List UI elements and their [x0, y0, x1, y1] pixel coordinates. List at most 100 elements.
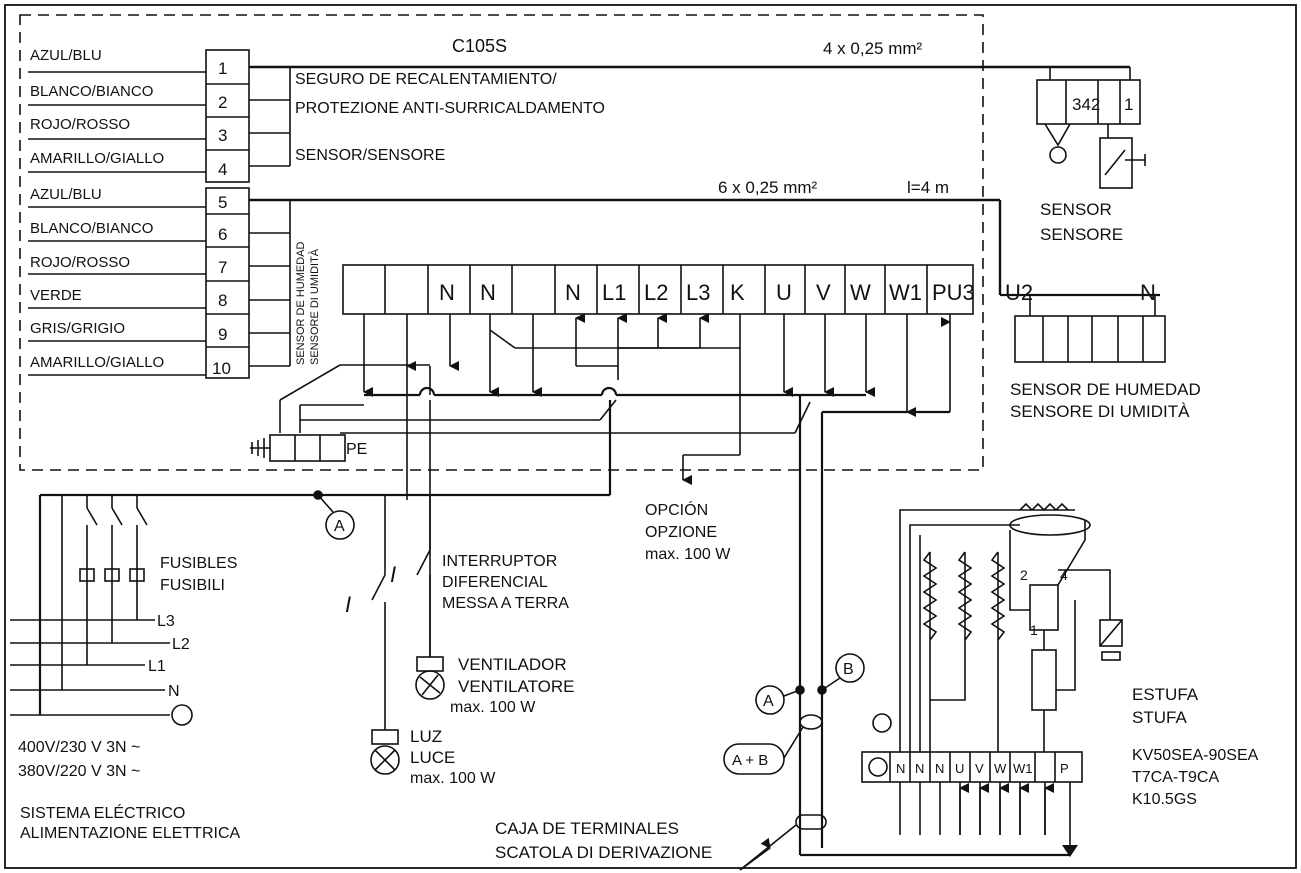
light-label-3: max. 100 W: [410, 770, 496, 787]
light-label-2: LUCE: [410, 748, 455, 767]
outer-frame: [4, 4, 1297, 869]
terminal-num: 10: [212, 359, 231, 378]
overheat-label-2: PROTEZIONE ANTI-SURRICALDAMENTO: [295, 100, 605, 117]
left-terminal-block: [205, 49, 250, 379]
system-label-2: ALIMENTAZIONE ELETTRICA: [20, 825, 241, 842]
heater-label-5: K10.5GS: [1132, 791, 1197, 808]
supply-label-2: 380V/220 V 3N ~: [18, 763, 140, 780]
heater-label-3: KV50SEA-90SEA: [1132, 747, 1259, 764]
rcd-switches: [371, 495, 431, 730]
strip-terminal: L1: [602, 280, 626, 305]
wire-label: ROJO/ROSSO: [30, 116, 130, 133]
heater-terminal: V: [975, 761, 984, 776]
rcd-label-3: MESSA A TERRA: [442, 595, 569, 612]
terminal-num: 7: [218, 258, 227, 277]
hum-box-u2: U2: [1005, 280, 1033, 305]
strip-terminal: N: [565, 280, 581, 305]
fuses-label-2: FUSIBILI: [160, 577, 225, 594]
rcd-label-1: INTERRUPTOR: [442, 553, 557, 570]
node-a-supply: A: [334, 518, 345, 535]
strip-terminal: L3: [686, 280, 710, 305]
heater: [800, 502, 1123, 857]
node-a-label: A: [763, 693, 774, 710]
heater-terminal: N: [935, 761, 944, 776]
controller-outline: [19, 14, 984, 471]
supply-label-1: 400V/230 V 3N ~: [18, 739, 140, 756]
heater-terminal: N: [915, 761, 924, 776]
heater-terminal: W1: [1013, 761, 1033, 776]
strip-terminal: W: [850, 280, 871, 305]
heater-label-2: STUFA: [1132, 708, 1187, 727]
strip-wiring: [279, 313, 951, 855]
line-label: L1: [148, 658, 166, 675]
wire-label: GRIS/GRIGIO: [30, 320, 125, 337]
cable2-label: 6 x 0,25 mm²: [718, 178, 818, 197]
humidity-vertical-2: SENSORE DI UMIDITÀ: [308, 248, 321, 365]
relay-label-2: 2: [1020, 567, 1028, 583]
cable1-label: 4 x 0,25 mm²: [823, 39, 923, 58]
relay-label-4: 4: [1060, 567, 1068, 583]
strip-terminal: PU3: [932, 280, 975, 305]
wire-label: AMARILLO/GIALLO: [30, 150, 164, 167]
heater-terminal: P: [1060, 761, 1069, 776]
humidity-sensor: [1000, 293, 1166, 363]
pe-label: PE: [346, 441, 367, 458]
upper-wiring: [249, 65, 1130, 367]
supply-lines: [10, 400, 612, 726]
rcd-label-2: DIFERENCIAL: [442, 574, 548, 591]
terminal-num: 6: [218, 225, 227, 244]
line-label: N: [168, 683, 180, 700]
wire-label: BLANCO/BIANCO: [30, 83, 153, 100]
heater-terminal: U: [955, 761, 964, 776]
light-icon: [370, 729, 400, 775]
jbox-label-1: CAJA DE TERMINALES: [495, 819, 679, 838]
strip-terminal: N: [480, 280, 496, 305]
sensor-label: SENSOR/SENSORE: [295, 147, 445, 164]
overheat-label-1: SEGURO DE RECALENTAMIENTO/: [295, 71, 557, 88]
terminal-num: 2: [218, 93, 227, 112]
terminal-num: 8: [218, 291, 227, 310]
terminal-num: 3: [218, 126, 227, 145]
pe-terminal: [250, 434, 346, 462]
humidity-vertical-1: SENSOR DE HUMEDAD: [295, 241, 307, 365]
wire-label: VERDE: [30, 287, 82, 304]
fan-icon: [415, 656, 445, 700]
system-label-1: SISTEMA ELÉCTRICO: [20, 803, 185, 822]
hum-box-n: N: [1140, 280, 1156, 305]
hum-right-label-1: SENSOR DE HUMEDAD: [1010, 380, 1201, 399]
heater-label-4: T7CA-T9CA: [1132, 769, 1219, 786]
terminal-num: 9: [218, 325, 227, 344]
option-label-1: OPCIÓN: [645, 500, 708, 519]
wire-label: AZUL/BLU: [30, 47, 102, 64]
heater-terminal: W: [994, 761, 1007, 776]
idelta-2: I: [390, 562, 396, 587]
terminal-num: 5: [218, 193, 227, 212]
strip-terminal: V: [816, 280, 831, 305]
wire-label: ROJO/ROSSO: [30, 254, 130, 271]
strip-terminal: W1: [889, 280, 922, 305]
strip-terminal: L2: [644, 280, 668, 305]
wire-label: AZUL/BLU: [30, 186, 102, 203]
strip-terminal: N: [439, 280, 455, 305]
fan-label-3: max. 100 W: [450, 699, 536, 716]
node-ab-label: A + B: [732, 752, 768, 769]
sensor-box-num: 1: [1124, 95, 1133, 114]
node-b-label: B: [843, 661, 854, 678]
heater-label-1: ESTUFA: [1132, 685, 1199, 704]
light-label-1: LUZ: [410, 727, 442, 746]
line-label: L2: [172, 636, 190, 653]
strip-terminal: U: [776, 280, 792, 305]
fan-label-2: VENTILATORE: [458, 677, 575, 696]
fuses-label-1: FUSIBLES: [160, 555, 237, 572]
sensor-right-label-1: SENSOR: [1040, 200, 1112, 219]
terminal-num: 4: [218, 160, 227, 179]
option-label-2: OPZIONE: [645, 524, 717, 541]
line-label: L3: [157, 613, 175, 630]
wire-lines: [28, 71, 206, 376]
jbox-label-2: SCATOLA DI DERIVAZIONE: [495, 843, 712, 862]
terminal-num: 1: [218, 59, 227, 78]
sensor-right-label-2: SENSORE: [1040, 225, 1123, 244]
idelta-1: I: [345, 592, 351, 617]
